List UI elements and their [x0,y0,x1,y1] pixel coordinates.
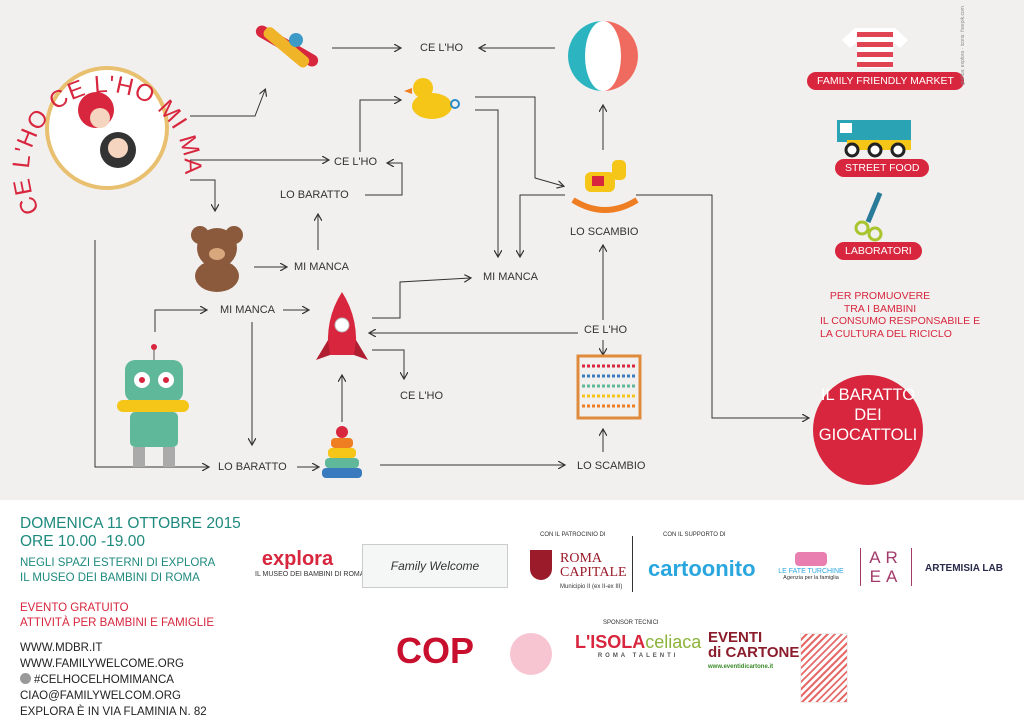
flow-label: LO SCAMBIO [570,226,639,238]
flow-label: MI MANCA [483,271,538,283]
logo-arc-title: CE L'HO CE L'HO MI MANCA [0,0,206,219]
event-contacts: WWW.MDBR.IT WWW.FAMILYWELCOME.ORG #CELHO… [20,640,207,720]
teddy-bear-icon [191,226,243,292]
cop-logo: COP [396,630,475,671]
flow-label: MI MANCA [220,304,275,316]
pill-family-friendly-market: FAMILY FRIENDLY MARKET [807,72,964,90]
hashtag: #CELHOCELHOMIMANCA [34,674,174,686]
address: EXPLORA È IN VIA FLAMINIA N. 82 [20,706,207,718]
cartoonito-logo: cartoonito [648,556,756,581]
tecnici-label: SPONSOR TECNICI [603,620,659,626]
rubber-duck-icon [404,78,460,119]
svg-text:CE L'HO CE L'HO MI MANCA: CE L'HO CE L'HO MI MANCA [0,0,206,219]
heart-logo [510,633,552,675]
food-truck-icon [837,120,911,158]
big-badge-circle [813,375,923,485]
divider [632,536,633,592]
beach-ball-icon [568,21,638,91]
flow-label: CE L'HO [420,42,464,54]
flow-label: CE L'HO [584,324,628,336]
link-familywelcome[interactable]: WWW.FAMILYWELCOME.ORG [20,658,184,670]
supporto-label: CON IL SUPPORTO DI [663,532,726,538]
flow-label: LO BARATTO [280,189,349,201]
flow-label: CE L'HO [400,390,444,402]
main-logo [45,66,169,190]
flow-label: LO SCAMBIO [577,460,646,472]
stacking-rings-icon [322,426,362,478]
zigzag-sponsor-logo [800,633,848,703]
flow-label: MI MANCA [294,261,349,273]
family-welcome-logo: Family Welcome [362,544,508,588]
pill-laboratori: LABORATORI [835,242,922,260]
link-mdbr[interactable]: WWW.MDBR.IT [20,642,103,654]
roma-shield-icon [530,550,552,580]
artemisia-logo: ARTEMISIA LAB [925,563,1003,574]
rocket-icon [316,292,368,360]
abacus-icon [576,354,642,420]
rocking-horse-icon [571,160,639,213]
airplane-icon [255,25,319,68]
robot-icon [117,344,189,467]
patrocinio-label: CON IL PATROCINIO DI [540,532,606,538]
scissors-icon [854,192,883,242]
flow-label: LO BARATTO [218,461,287,473]
pill-street-food: STREET FOOD [835,159,930,177]
email-link[interactable]: CIAO@FAMILYWELCOM.ORG [20,690,181,702]
twitter-icon [20,673,31,684]
flow-arrows [45,21,923,485]
striped-shirt-icon [842,28,908,68]
credit-text: grafica: explora · icons: freepik.com [960,6,966,85]
flow-label: CE L'HO [334,156,378,168]
